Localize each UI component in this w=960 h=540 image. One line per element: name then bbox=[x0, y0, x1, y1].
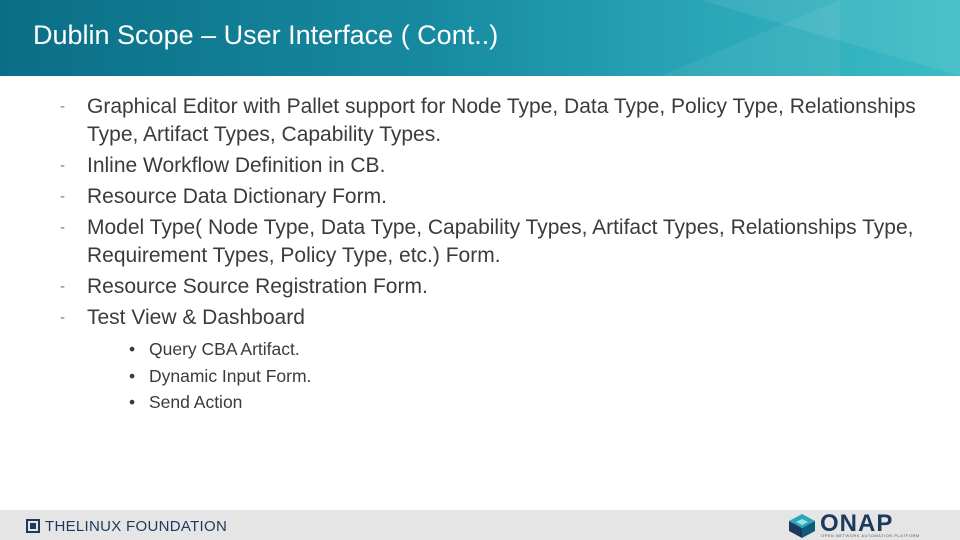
list-item-text: Graphical Editor with Pallet support for… bbox=[87, 95, 916, 146]
linux-foundation-logo: THELINUX FOUNDATION bbox=[26, 517, 227, 535]
bullet-marker: - bbox=[60, 188, 65, 205]
linux-foundation-mark-icon bbox=[26, 519, 40, 533]
list-item-text: Resource Data Dictionary Form. bbox=[87, 185, 387, 208]
onap-cube-icon bbox=[789, 514, 815, 538]
list-item: - Test View & Dashboard • Query CBA Arti… bbox=[60, 304, 940, 416]
bullet-marker: - bbox=[60, 278, 65, 295]
list-item-text: Resource Source Registration Form. bbox=[87, 275, 428, 298]
sub-bullet-marker: • bbox=[129, 365, 136, 386]
list-item: - Inline Workflow Definition in CB. bbox=[60, 152, 940, 180]
linux-foundation-name: THELINUX FOUNDATION bbox=[45, 517, 228, 535]
onap-tagline: OPEN NETWORK AUTOMATION PLATFORM bbox=[821, 533, 920, 538]
list-item: - Graphical Editor with Pallet support f… bbox=[60, 93, 940, 149]
content-area: - Graphical Editor with Pallet support f… bbox=[60, 93, 940, 419]
sub-list-item: • Send Action bbox=[127, 389, 940, 416]
onap-wordmark: ONAP bbox=[820, 510, 894, 537]
sub-bullet-marker: • bbox=[129, 392, 136, 412]
sub-list-item: • Dynamic Input Form. bbox=[127, 363, 940, 390]
header-decoration bbox=[660, 0, 840, 76]
onap-logo: ONAP OPEN NETWORK AUTOMATION PLATFORM bbox=[788, 510, 920, 540]
list-item-text: Inline Workflow Definition in CB. bbox=[87, 154, 386, 177]
sub-list: • Query CBA Artifact. • Dynamic Input Fo… bbox=[127, 336, 940, 416]
page-title: Dublin Scope – User Interface ( Cont..) bbox=[33, 20, 499, 50]
list-item-text: Model Type( Node Type, Data Type, Capabi… bbox=[87, 216, 914, 267]
list-item: - Model Type( Node Type, Data Type, Capa… bbox=[60, 214, 940, 270]
list-item-text: Test View & Dashboard bbox=[87, 306, 305, 329]
sub-bullet-marker: • bbox=[129, 339, 136, 359]
bullet-marker: - bbox=[60, 219, 65, 236]
list-item: - Resource Data Dictionary Form. bbox=[60, 183, 940, 211]
sub-list-item-text: Send Action bbox=[149, 392, 243, 412]
title-bar: Dublin Scope – User Interface ( Cont..) bbox=[0, 0, 960, 76]
header-decoration bbox=[700, 0, 960, 76]
bullet-marker: - bbox=[60, 98, 65, 115]
bullet-marker: - bbox=[60, 157, 65, 174]
sub-list-item-text: Query CBA Artifact. bbox=[149, 339, 300, 359]
list-item: - Resource Source Registration Form. bbox=[60, 273, 940, 301]
sub-list-item-text: Dynamic Input Form. bbox=[149, 365, 312, 386]
sub-list-item: • Query CBA Artifact. bbox=[127, 336, 940, 363]
bullet-marker: - bbox=[60, 309, 65, 326]
